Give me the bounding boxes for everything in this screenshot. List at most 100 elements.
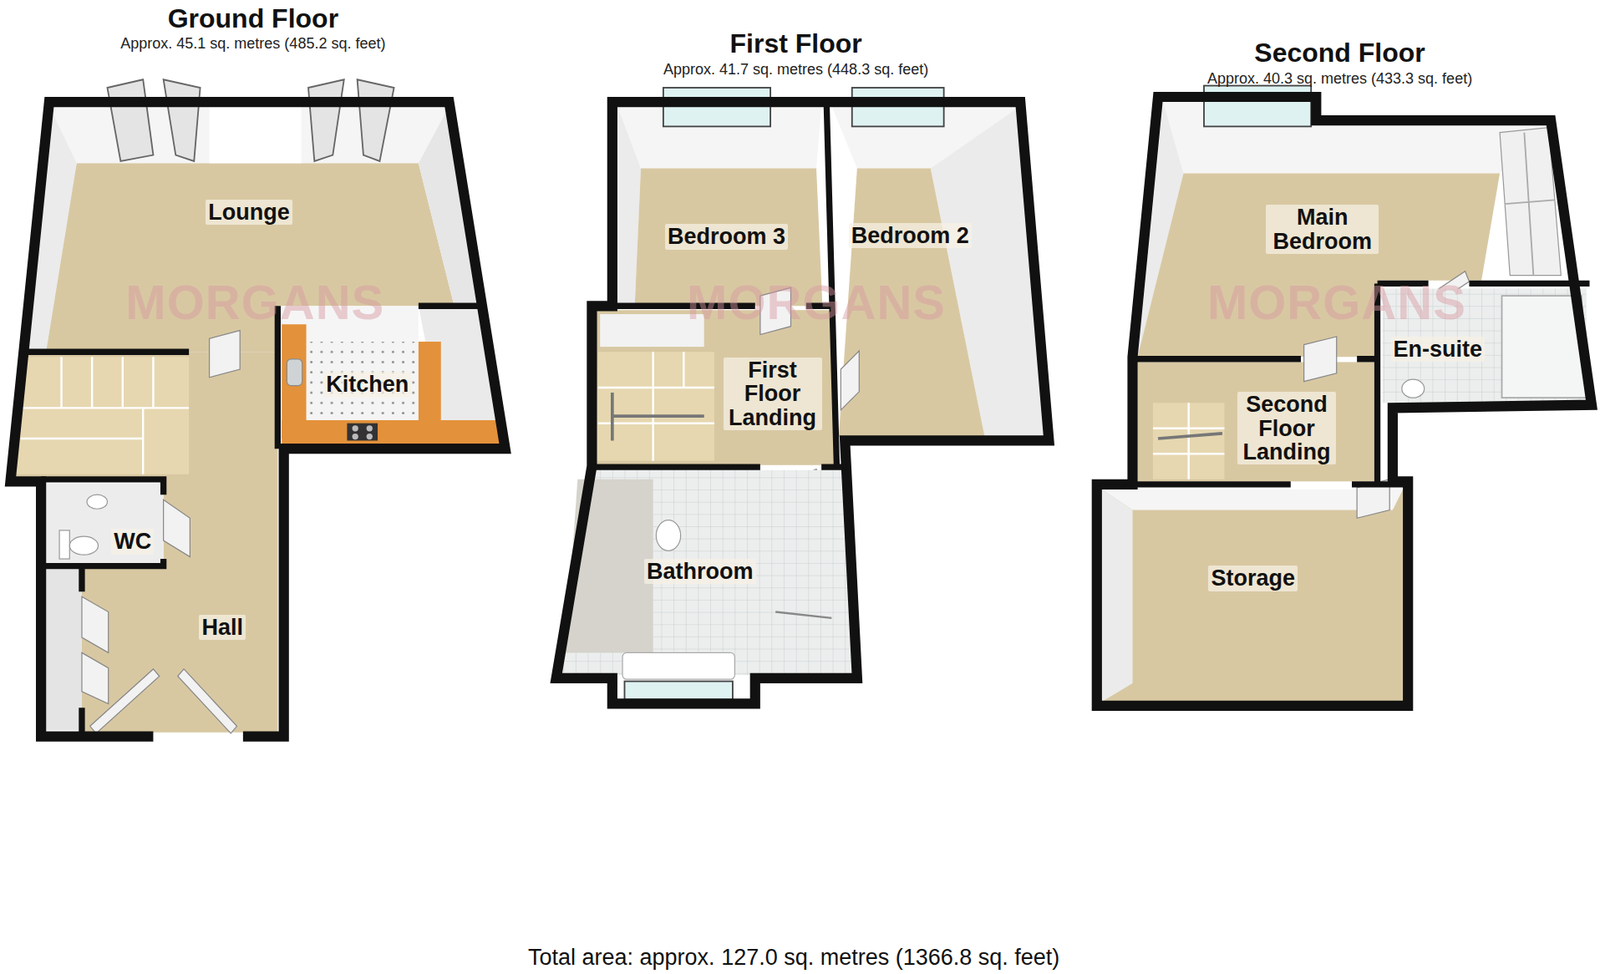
room-area: Main Bedroom [1250, 189, 1394, 270]
handrail [612, 392, 705, 441]
room-label: Kitchen [323, 371, 412, 397]
outer-wall [556, 101, 1050, 704]
ground-floor-drawing [10, 79, 505, 737]
bath [622, 652, 735, 680]
wc-floor [45, 483, 164, 564]
watermark: MORGANS [125, 278, 385, 327]
hall-floor [10, 351, 278, 732]
window-panel [106, 79, 153, 162]
wall-face [1102, 489, 1133, 702]
stair-treads [1153, 402, 1225, 480]
room-area: En-suite [1381, 328, 1494, 370]
hob [346, 423, 378, 442]
hob-ring [352, 425, 359, 432]
door-panel [209, 330, 241, 378]
window-panel [308, 79, 345, 162]
window-recess [209, 101, 302, 163]
door-panel [760, 287, 792, 335]
room-area: Bedroom 3 [653, 203, 801, 270]
room-label: Main Bedroom [1265, 204, 1379, 254]
floor-heading: Second Floor [1089, 37, 1590, 69]
door-panel [163, 499, 191, 557]
floor-area-text: Approx. 40.3 sq. metres (433.3 sq. feet) [1089, 70, 1590, 89]
stairs [595, 351, 715, 462]
floor-plan-block: Second FloorApprox. 40.3 sq. metres (433… [1089, 37, 1590, 710]
room-area: Lounge [81, 142, 417, 282]
room-label: Bathroom [644, 558, 757, 585]
stairs [12, 356, 189, 474]
window [852, 87, 945, 127]
room-area: Bathroom [632, 545, 767, 597]
door-panel [1304, 336, 1337, 382]
sink [286, 359, 302, 387]
door-panel [81, 596, 109, 653]
room-label: Lounge [205, 199, 292, 225]
window [663, 87, 771, 127]
stairs [1153, 402, 1225, 480]
basin [86, 494, 107, 509]
front-door [177, 669, 238, 734]
ensuite-floor [1382, 289, 1587, 404]
floor-heading: Ground Floor [3, 3, 503, 35]
room-label: Bedroom 3 [665, 223, 788, 249]
worktop [418, 341, 442, 421]
window-panel [163, 79, 201, 162]
toilet [69, 536, 98, 555]
window-panel [357, 79, 395, 162]
room-area: Hall [173, 591, 272, 663]
room-area: Bedroom 2 [843, 203, 977, 268]
room-label: First Floor Landing [723, 357, 823, 431]
floor-heading: First Floor [545, 28, 1046, 60]
caption-text: Total area: approx. 127.0 sq. metres (13… [528, 943, 1060, 971]
wardrobe-doors [1504, 132, 1555, 276]
room-label: En-suite [1391, 336, 1486, 362]
room-label: Hall [198, 614, 246, 640]
hob-ring [366, 425, 373, 432]
floor-plan-block: Ground FloorApprox. 45.1 sq. metres (485… [3, 3, 503, 747]
outer-wall [1097, 96, 1592, 707]
room-area: First Floor Landing [716, 351, 828, 436]
toilet [655, 520, 681, 552]
stair-treads [20, 356, 189, 474]
watermark: MORGANS [686, 278, 946, 327]
front-door [90, 669, 160, 734]
banister [1158, 433, 1223, 439]
cistern [59, 530, 70, 559]
storage-floor [1102, 489, 1403, 702]
bathroom-floor [558, 470, 855, 676]
floor-area-text: Approx. 41.7 sq. metres (448.3 sq. feet) [545, 60, 1046, 80]
room-area: WC [101, 520, 163, 564]
outer-wall [10, 101, 505, 737]
floor-plan-block: First FloorApprox. 41.7 sq. metres (448.… [545, 28, 1046, 707]
kitchen-floor [306, 341, 419, 421]
room-label: Bedroom 2 [848, 223, 972, 249]
hob-ring [352, 433, 359, 440]
room-label: WC [111, 528, 154, 554]
inner-wall [591, 101, 847, 468]
room-area: Kitchen [310, 351, 423, 417]
door-panel [840, 350, 859, 411]
room-area: Storage [1188, 556, 1318, 602]
cupboard [45, 568, 82, 731]
floor-area-text: Approx. 45.1 sq. metres (485.2 sq. feet) [3, 35, 503, 54]
worktop [281, 420, 500, 445]
toilet [1401, 379, 1425, 398]
room-label: Second Floor Landing [1237, 391, 1336, 465]
cupboard [599, 314, 705, 347]
first-floor-drawing [556, 87, 1050, 704]
landing-floor [595, 309, 835, 466]
inner-wall [1132, 283, 1590, 485]
room-label: Storage [1208, 565, 1298, 591]
door-panel [81, 652, 109, 704]
shower-screen [775, 612, 832, 619]
lounge-floor [25, 162, 455, 352]
stair-treads [598, 351, 715, 462]
second-floor-drawing [1097, 86, 1592, 707]
bedroom-floor [634, 167, 823, 306]
bedroom-floor [838, 167, 986, 437]
hob-ring [366, 433, 373, 440]
window [624, 681, 732, 701]
inner-wall [25, 305, 484, 732]
